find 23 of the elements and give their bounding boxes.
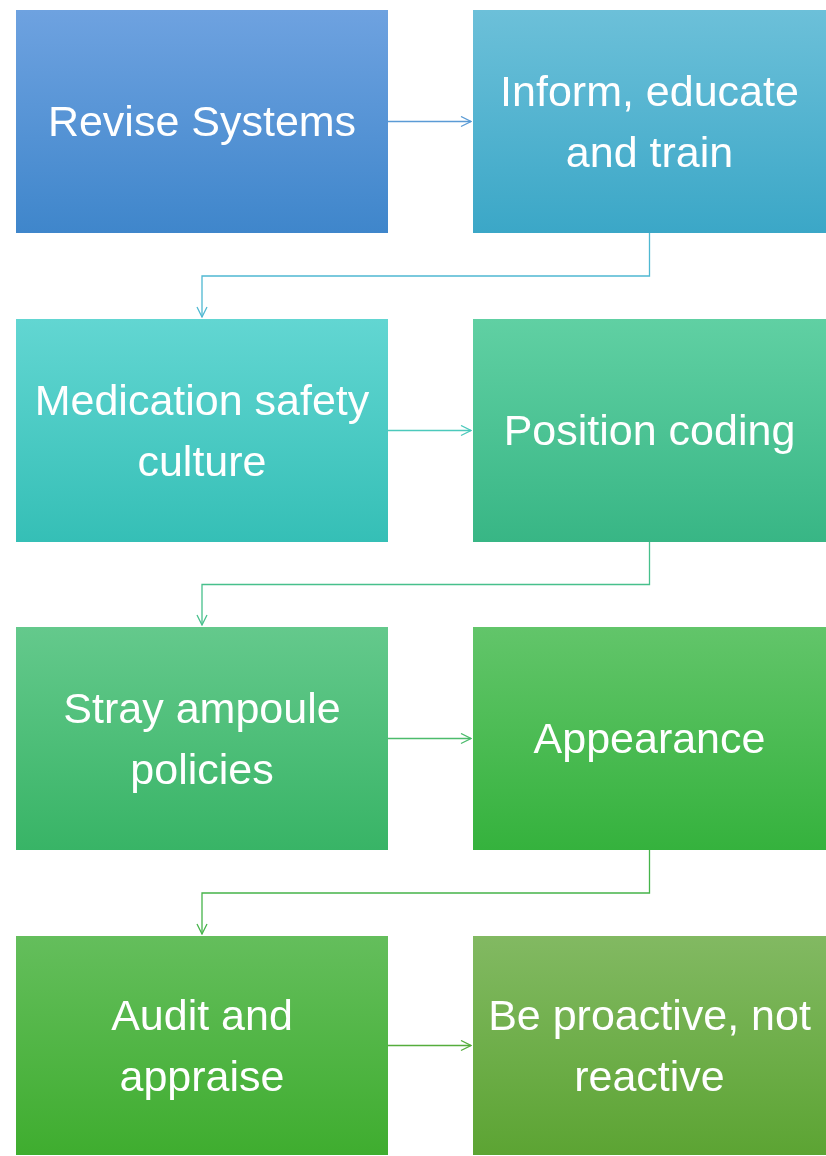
arrow [387, 1039, 472, 1052]
arrow [196, 849, 651, 935]
box-label: Be proactive, not reactive [487, 990, 812, 1102]
box-label: Position coding [503, 405, 796, 457]
process-box [16, 936, 388, 1155]
arrow [387, 732, 472, 745]
process-box [473, 10, 826, 233]
box-label: Audit and appraise [110, 990, 294, 1102]
box-label: Revise Systems [47, 96, 357, 148]
arrow [196, 232, 651, 318]
box-label: Medication safety culture [33, 375, 371, 487]
box-label: Inform, educate and train [499, 66, 800, 178]
process-box [473, 627, 826, 850]
process-box [473, 319, 826, 542]
arrow [196, 541, 651, 626]
process-box [16, 627, 388, 850]
box-label: Appearance [533, 713, 766, 765]
arrow [387, 115, 472, 128]
arrow [387, 424, 472, 437]
process-box [16, 319, 388, 542]
box-label: Stray ampoule policies [62, 683, 342, 795]
process-box [16, 10, 388, 233]
process-box [473, 936, 826, 1155]
